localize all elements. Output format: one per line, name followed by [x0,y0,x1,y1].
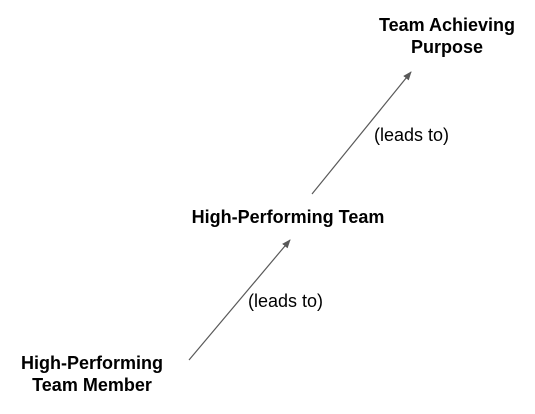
node-high-performing-team-member: High-Performing Team Member [4,352,180,396]
arrow-lower [188,239,291,361]
node-high-performing-team: High-Performing Team [170,206,406,228]
node-team-achieving-purpose: Team Achieving Purpose [362,14,532,58]
edge-label-lower: (leads to) [248,291,324,311]
edge-label-upper: (leads to) [374,125,450,145]
node-bottom-line-1: High-Performing [21,353,163,373]
arrow-upper [311,71,412,195]
node-top-line-1: Team Achieving [378,15,516,35]
node-top-line-2: Purpose [410,37,484,57]
node-middle-line-1: High-Performing Team [191,207,385,227]
node-bottom-line-2: Team Member [32,375,152,395]
